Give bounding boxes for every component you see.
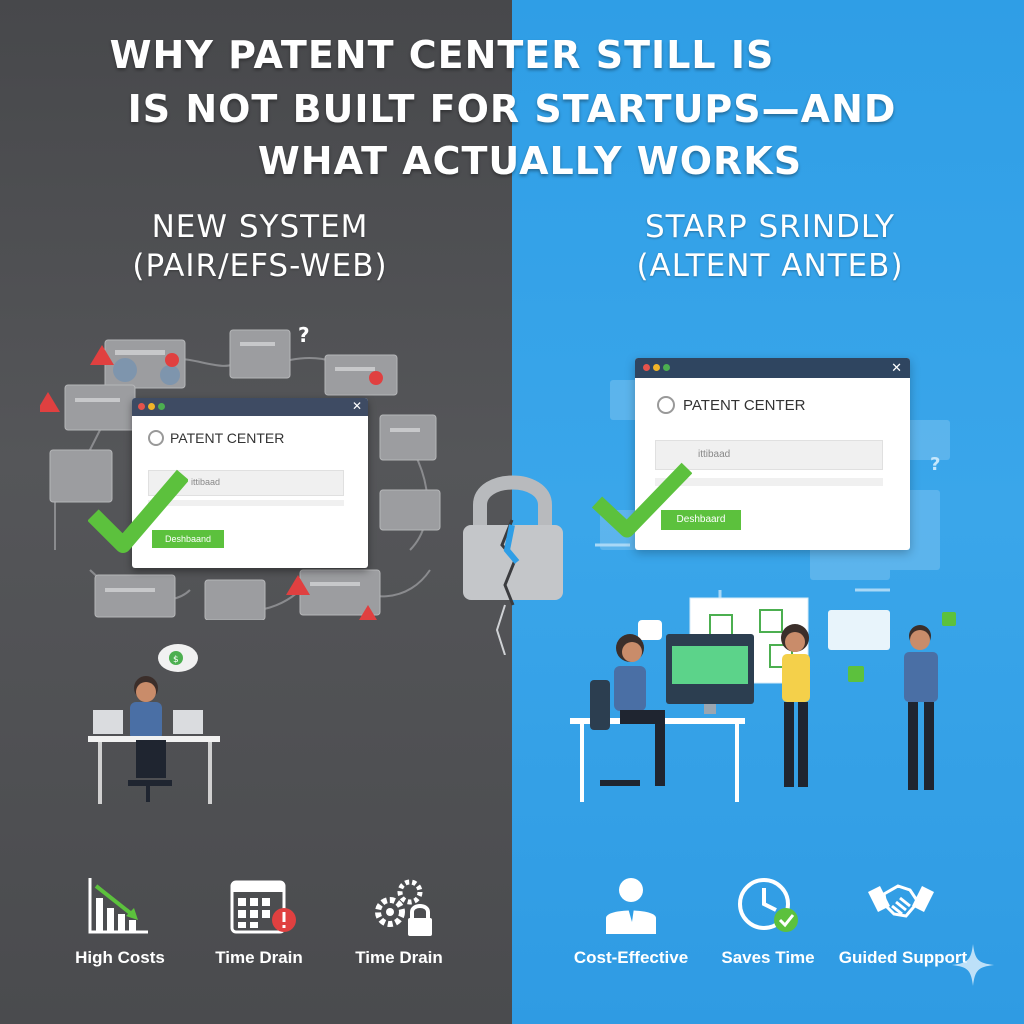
alert-icon [165,353,179,367]
calendar-alert-icon [228,874,298,938]
window-maximize-dot[interactable] [158,403,165,410]
left-heading-line-1: NEW SYSTEM [110,208,410,247]
left-heading-line-2: (PAIR/EFS-WEB) [110,247,410,286]
svg-text:$: $ [173,655,179,665]
question-icon: ? [298,323,310,347]
happy-team-illustration [570,590,960,805]
right-heading-line-2: (ALTENT ANTEB) [620,247,920,286]
feature-label-cost-effective: Cost-Effective [551,948,711,968]
sparkle-icon [950,942,996,988]
right-heading: STARP SRINDLY (ALTENT ANTEB) [620,208,920,286]
gears-lock-icon [370,874,440,938]
chart-down-icon [86,876,156,940]
close-icon[interactable]: ✕ [891,360,902,376]
handshake-icon [866,872,936,936]
checkmark-icon [592,460,692,540]
right-heading-line-1: STARP SRINDLY [620,208,920,247]
left-heading: NEW SYSTEM (PAIR/EFS-WEB) [110,208,410,286]
person-icon [596,874,666,938]
window-title: PATENT CENTER [683,397,806,414]
lock-icon [148,430,164,446]
broken-lock-icon [455,470,570,655]
stressed-worker-illustration: $ [88,640,223,810]
feature-label-high-costs: High Costs [40,948,200,968]
alert-icon [369,371,383,385]
window-titlebar: ✕ [635,358,910,378]
window-header: PATENT CENTER [148,430,284,446]
checkmark-icon [88,465,188,555]
window-title: PATENT CENTER [170,430,284,446]
window-header: PATENT CENTER [657,396,806,414]
close-icon[interactable]: ✕ [352,399,362,413]
lock-icon [657,396,675,414]
question-icon: ? [930,454,940,475]
clock-check-icon [734,874,804,938]
feature-label-time-drain-2: Time Drain [319,948,479,968]
headline-line-2: IS NOT BUILT FOR STARTUPS—AND [0,90,1024,128]
input-text: ittibaad [698,449,730,460]
window-minimize-dot[interactable] [148,403,155,410]
headline-line-1: WHY PATENT CENTER STILL IS [0,36,954,74]
headline-line-3: WHAT ACTUALLY WORKS [18,142,1024,180]
window-titlebar: ✕ [132,398,368,416]
input-text: ittibaad [191,477,220,487]
window-maximize-dot[interactable] [663,364,670,371]
window-close-dot[interactable] [643,364,650,371]
window-close-dot[interactable] [138,403,145,410]
feature-label-time-drain: Time Drain [179,948,339,968]
window-minimize-dot[interactable] [653,364,660,371]
